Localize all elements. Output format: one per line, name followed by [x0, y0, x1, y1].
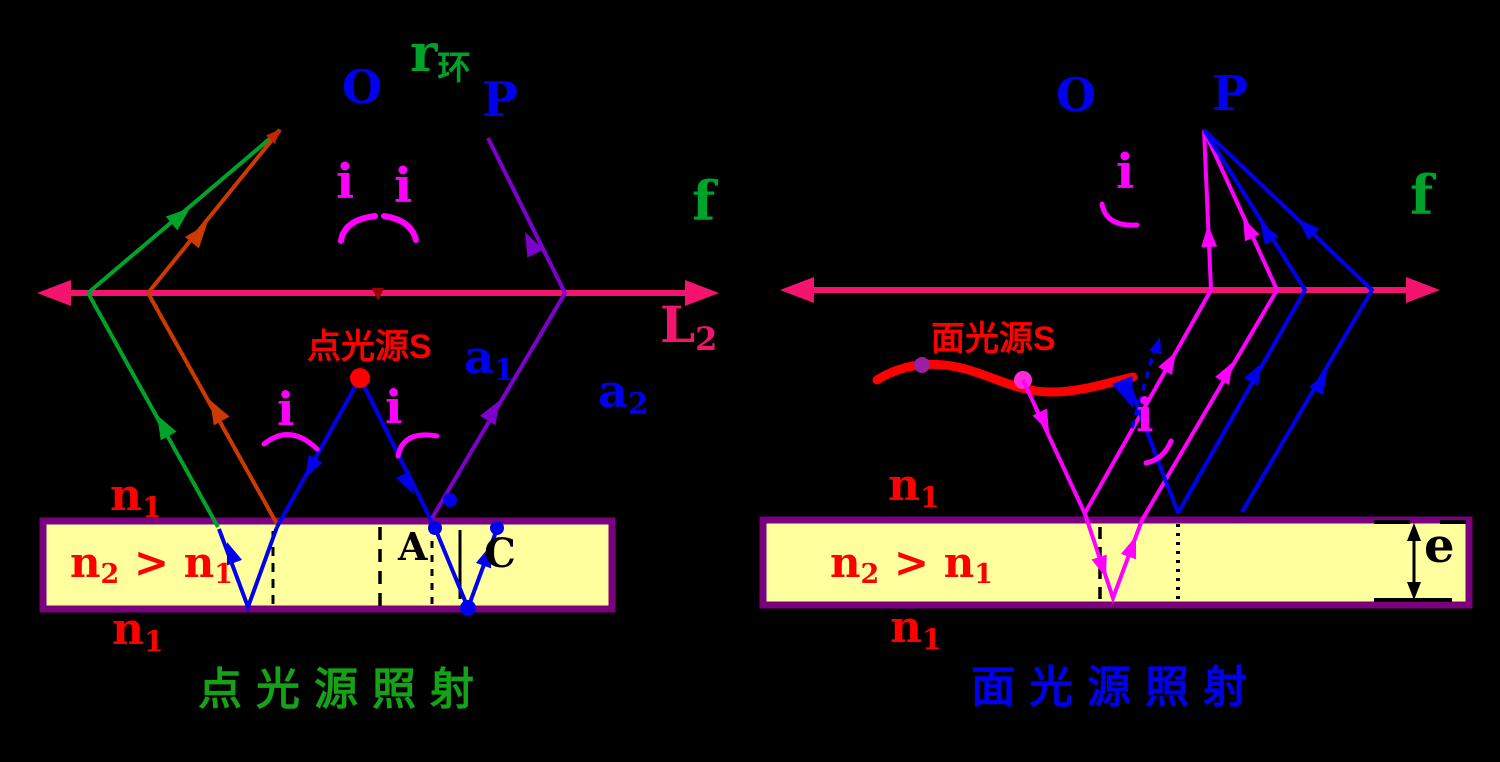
blue-arrowhead-below-lens-2 — [1309, 372, 1327, 396]
point-A-label: A — [398, 524, 428, 569]
i-label-source-left: i — [277, 382, 295, 436]
point-source-dot — [350, 368, 370, 388]
magenta-arrowhead-exit — [1120, 536, 1136, 560]
o-label-left: O — [342, 60, 383, 114]
source-dot-magenta — [1014, 371, 1032, 389]
magenta-arrowhead-to-P-2 — [1243, 218, 1260, 242]
title-left: 点光源照射 — [198, 665, 488, 714]
point-C-label: C — [484, 530, 516, 577]
point-source-label: 点光源S — [307, 328, 432, 366]
blue-arrowhead-incident-left — [305, 454, 323, 478]
orange-arrowhead-high — [184, 224, 207, 249]
p-label-left: P — [482, 72, 519, 128]
f-label-left: f — [692, 169, 716, 233]
p-label-right: P — [1212, 66, 1249, 122]
dot-exit-right — [490, 521, 504, 535]
dot-above-surface — [443, 493, 457, 507]
n-relation-right: n2 > n1 — [830, 538, 993, 591]
magenta-arrowhead-below-lens-2 — [1215, 362, 1233, 386]
n-relation-left: n2 > n1 — [70, 538, 233, 591]
magenta-arrowhead-infilm — [1091, 554, 1107, 578]
thickness-arrow-up — [1407, 523, 1421, 541]
magenta-arrowhead-to-P-1 — [1201, 225, 1218, 248]
lens-center-tick — [372, 288, 384, 301]
n1-below-right: n1 — [890, 602, 942, 656]
angle-arc-source-right — [395, 432, 440, 459]
angle-arc-upper-right-panel — [1099, 201, 1140, 228]
thickness-e-label: e — [1424, 518, 1455, 574]
ray-blue-reflected-to-P — [1176, 128, 1308, 514]
title-right: 面光源照射 — [971, 663, 1261, 712]
focal-point-tip-arrow — [266, 129, 281, 144]
i-label-lower-right: i — [1136, 388, 1154, 442]
lens-right-arrow-right-end — [1406, 277, 1440, 303]
ray-blue-exit-to-P — [1202, 128, 1375, 514]
i-label-upper-right: i — [1116, 144, 1135, 200]
i-label-top-left: i — [336, 154, 355, 210]
blue-arrowhead-exit-right — [475, 545, 491, 569]
blue-arrowhead-incident-right — [395, 470, 413, 494]
ray-magenta-exit-to-P — [1140, 129, 1280, 522]
a1-label: a1 — [464, 330, 515, 388]
angle-arc-top-left-half — [338, 213, 378, 244]
angle-arc-source-left — [261, 432, 320, 452]
green-arrowhead-high — [165, 208, 190, 231]
purple-arrowhead-low — [479, 400, 500, 426]
ray-purple-a1 — [430, 137, 568, 520]
lens-label-L2: L2 — [660, 295, 718, 358]
ray-blue-incident-left — [275, 377, 362, 528]
green-arrowhead-low — [157, 415, 177, 441]
ray-magenta-incident — [1021, 379, 1087, 515]
ray-blue-incident-rightpanel — [1126, 381, 1180, 514]
n1-below-left: n1 — [112, 604, 164, 658]
blue-arrowhead-to-P-2 — [1298, 219, 1320, 241]
i-label-top-right: i — [394, 158, 413, 214]
thickness-arrow-down — [1407, 582, 1421, 600]
source-dot-dark — [914, 357, 930, 373]
blue-arrowhead-to-P-1 — [1260, 222, 1279, 245]
ray-orange-above-lens — [146, 128, 282, 295]
n1-above-left: n1 — [110, 470, 162, 524]
dot-bottom-bounce — [460, 600, 476, 616]
blue-arrowhead-below-lens-1 — [1244, 363, 1262, 387]
lens-arrow-left-end — [37, 280, 71, 306]
dot-entry-right — [428, 521, 442, 535]
blue-arrowhead-exit-left — [227, 542, 243, 566]
ray-blue-dashed-reflection — [1130, 343, 1158, 429]
orange-arrowhead-low — [210, 400, 230, 426]
blue-fat-arrowhead — [1111, 376, 1133, 408]
ray-magenta-reflected-to-P — [1083, 129, 1214, 514]
film-slab-left — [39, 517, 616, 613]
purple-arrowhead-high — [525, 232, 544, 258]
a2-label: a2 — [598, 364, 649, 422]
lens-right-arrow-left-end — [780, 277, 814, 303]
extended-source-label: 面光源S — [931, 320, 1056, 358]
n1-above-right: n1 — [888, 460, 940, 514]
magenta-arrowhead-incident — [1032, 408, 1049, 432]
i-label-source-right: i — [385, 380, 403, 434]
ray-green-below-lens — [86, 292, 220, 528]
angle-arc-top-right-half — [381, 213, 419, 243]
o-label-right: O — [1056, 68, 1097, 122]
magenta-arrowhead-below-lens — [1158, 352, 1176, 376]
angle-arc-lower-right-panel — [1143, 438, 1174, 466]
lens-arrow-right-end — [685, 280, 719, 306]
blue-dashed-arrowhead — [1149, 337, 1162, 355]
f-label-right: f — [1410, 163, 1434, 227]
r-ring-label: r环 — [410, 23, 471, 87]
